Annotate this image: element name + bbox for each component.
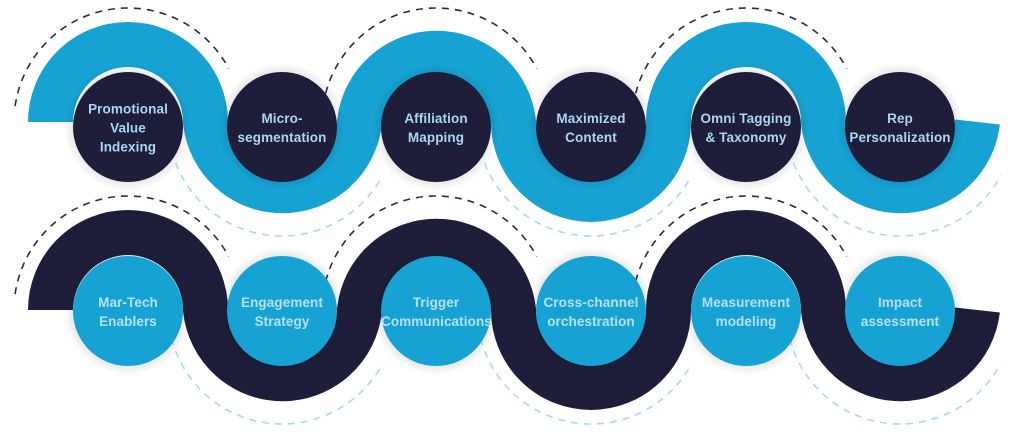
- node-circle: [227, 72, 337, 182]
- dashed-arc-decoration: [168, 137, 384, 237]
- node-label: Omni Tagging & Taxonomy: [700, 111, 792, 145]
- bottom-row-wave-band: [28, 210, 1000, 410]
- node-circle: [845, 256, 955, 366]
- node-circle: [73, 256, 183, 366]
- node-circle: [227, 256, 337, 366]
- node-circle: [73, 72, 183, 182]
- node-circle: [691, 256, 801, 366]
- dashed-arc-decoration: [632, 7, 848, 107]
- node-label: Mar-Tech Enablers: [98, 295, 158, 329]
- node-circle: [381, 72, 491, 182]
- dashed-arc-decoration: [14, 7, 230, 107]
- node-circle: [381, 256, 491, 366]
- dashed-arc-decoration: [14, 195, 230, 295]
- dashed-arc-decoration: [322, 7, 538, 107]
- dashed-arc-decoration: [786, 137, 1002, 237]
- node-label: Trigger Communications: [381, 295, 492, 329]
- dashed-arc-decoration: [322, 195, 538, 295]
- node-circle: [536, 256, 646, 366]
- dashed-arc-decoration: [477, 137, 693, 237]
- dashed-arc-decoration: [168, 325, 384, 425]
- node-circle: [691, 72, 801, 182]
- node-label: Rep Personalization: [849, 111, 951, 145]
- node-label: Impact assessment: [860, 295, 940, 329]
- node-label: Measurement modeling: [701, 295, 791, 329]
- dashed-arc-decoration: [477, 325, 693, 425]
- node-label: Affiliation Mapping: [404, 111, 468, 145]
- node-label: Micro- segmentation: [237, 111, 327, 145]
- node-circle: [845, 72, 955, 182]
- node-label: Cross-channel orchestration: [543, 295, 639, 329]
- node-circle: [536, 72, 646, 182]
- node-label: Maximized Content: [556, 111, 626, 145]
- node-label: Engagement Strategy: [240, 295, 323, 329]
- dashed-arc-decoration: [632, 195, 848, 295]
- dashed-arc-decoration: [786, 325, 1002, 425]
- top-row-wave-band: [28, 22, 1000, 222]
- node-label: Promotional Value Indexing: [88, 101, 168, 155]
